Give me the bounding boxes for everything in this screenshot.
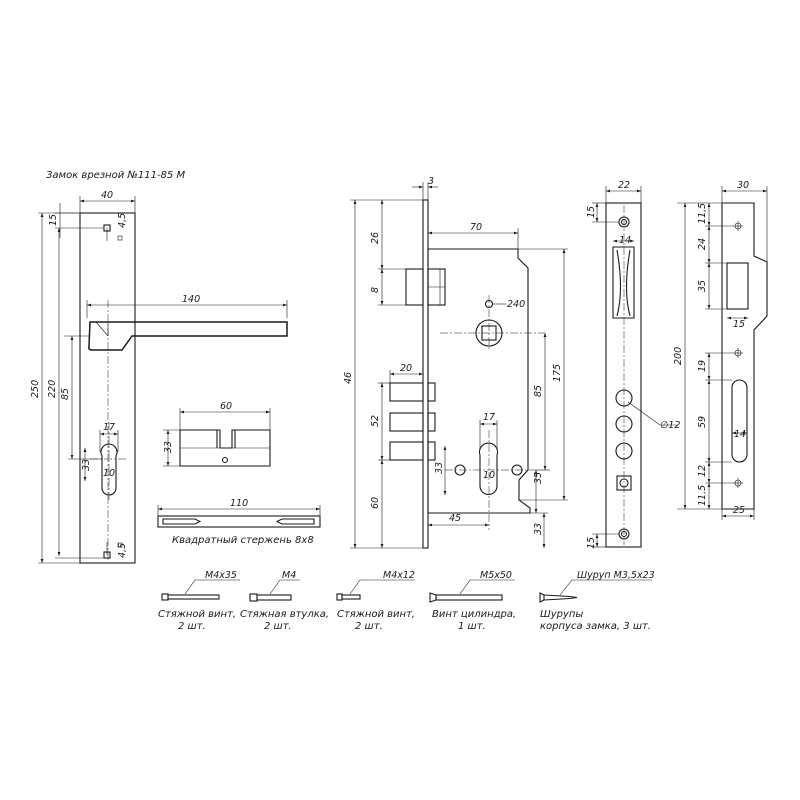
dimension-label: 17: [483, 412, 495, 423]
strike-plate: 30 11,5 24 35 15 200 19 59 14 12: [673, 180, 768, 520]
dimension-label: 33: [533, 523, 544, 535]
dimension-label: 240: [507, 299, 525, 310]
dimension-label: 33: [434, 462, 445, 474]
dimension-label: 33: [163, 441, 174, 453]
dimension-label: Шурупы: [540, 609, 583, 620]
dimension-label: 175: [552, 364, 563, 382]
dimension-label: 59: [697, 416, 708, 428]
dimension-label: Стяжной винт,: [158, 609, 236, 620]
hardware-list: M4x35 Стяжной винт, 2 шт. M4 Стяжная вту…: [158, 570, 655, 632]
dimension-label: Винт цилиндра,: [432, 609, 516, 620]
dimension-label: 30: [737, 180, 749, 191]
dimension-label: 46: [343, 372, 354, 384]
dimension-label: 24: [697, 238, 708, 250]
dimension-label: 40: [101, 190, 113, 201]
plate-outline: [79, 212, 136, 564]
lock-cylinder-hole: [478, 442, 499, 495]
latch-window: [612, 246, 635, 319]
deadbolt-2: [389, 412, 424, 432]
lock-body: 3 70 46 26 8 240 20 52 60 85: [343, 176, 568, 549]
dimension-label: 15: [586, 537, 597, 549]
dimension-label: 15: [586, 206, 597, 218]
dimension-label: 11,5: [697, 203, 708, 224]
faceplate: 22 15 14 ∅12 15: [586, 180, 680, 549]
deadbolt-1: [389, 382, 424, 402]
cylinder-screw-hole: [221, 456, 229, 464]
dimension-label: 4,5: [117, 543, 128, 558]
dimension-label: 19: [697, 360, 708, 372]
dimension-label: M5x50: [480, 570, 512, 581]
hardware-item-m4x35: M4x35 Стяжной винт, 2 шт.: [158, 570, 240, 632]
square-bar: 110 Квадратный стержень 8х8: [157, 498, 321, 546]
dimension-label: 4,5: [117, 213, 128, 228]
faceplate-outline: [605, 202, 642, 548]
dimension-label: M4: [282, 570, 296, 581]
dimension-label: M4x12: [383, 570, 415, 581]
hardware-item-m4x12: M4x12 Стяжной винт, 2 шт.: [336, 570, 415, 632]
dimension-label: 3: [428, 176, 434, 187]
dimension-label: 110: [230, 498, 248, 509]
dimension-label: 52: [370, 415, 381, 427]
dimension-label: 85: [60, 388, 71, 400]
dimension-label: Шуруп М3,5х23: [577, 570, 655, 581]
dimension-label: 20: [400, 363, 412, 374]
dimension-label: 15: [733, 319, 745, 330]
square-bar-outline: [157, 515, 321, 528]
latch-bolt: [405, 268, 424, 306]
hardware-item-wood-screw: Шуруп М3,5х23 Шурупы корпуса замка, 3 шт…: [539, 570, 655, 632]
dimension-label: корпуса замка, 3 шт.: [540, 621, 651, 632]
strike-plate-outline: [721, 202, 768, 510]
dimension-label: 45: [449, 513, 461, 524]
handle-plate: 40 15 4,5 140 250 220 85 17 33: [30, 190, 288, 564]
dimension-label: 33: [81, 459, 92, 471]
dimension-label: 35: [533, 472, 544, 484]
dimension-label: 60: [370, 497, 381, 509]
dimension-label: 85: [533, 385, 544, 397]
dimension-label: 1 шт.: [458, 621, 486, 632]
dimension-label: 26: [370, 232, 381, 244]
dimension-label: 2 шт.: [355, 621, 383, 632]
dimension-label: M4x35: [205, 570, 237, 581]
dimension-label: 15: [48, 214, 59, 226]
cylinder: 60 33: [163, 401, 271, 467]
dimension-label: 14: [734, 429, 746, 440]
dimension-label: 35: [697, 280, 708, 292]
strike-bolt-slot: [731, 379, 748, 463]
dimension-label: 10: [483, 470, 495, 481]
dimension-label: 25: [733, 505, 745, 516]
lock-case: [427, 248, 531, 514]
dimension-label: 17: [103, 422, 115, 433]
dimension-label: 250: [30, 380, 41, 398]
dimension-label: 14: [619, 235, 631, 246]
dimension-label: 11,5: [697, 485, 708, 506]
cylinder-outline: [179, 429, 271, 467]
dimension-label: 22: [618, 180, 630, 191]
cylinder-hole: [100, 443, 118, 496]
hardware-item-m4-sleeve: M4 Стяжная втулка, 2 шт.: [240, 570, 329, 632]
deadbolt-3: [389, 441, 424, 461]
dimension-label: 8: [370, 287, 381, 293]
square-bar-caption: Квадратный стержень 8х8: [172, 535, 314, 546]
hardware-item-m5x50: M5x50 Винт цилиндра, 1 шт.: [429, 570, 516, 632]
dimension-label: 60: [220, 401, 232, 412]
dimension-label: 10: [103, 468, 115, 479]
handle-lever: [88, 321, 288, 351]
dimension-label: Стяжной винт,: [337, 609, 415, 620]
dimension-label: 200: [673, 347, 684, 365]
dimension-label: Стяжная втулка,: [240, 609, 329, 620]
dimension-label: 140: [182, 294, 200, 305]
strike-latch-opening: [726, 262, 749, 310]
drawing-title: Замок врезной №111-85 М: [46, 170, 185, 181]
dimension-label: 2 шт.: [264, 621, 292, 632]
lock-front-plate: [422, 199, 429, 549]
dimension-label: 12: [697, 465, 708, 477]
dimension-label: 220: [47, 380, 58, 398]
dimension-label: 2 шт.: [178, 621, 206, 632]
dimension-label: ∅12: [660, 420, 680, 431]
dimension-label: 70: [470, 222, 482, 233]
